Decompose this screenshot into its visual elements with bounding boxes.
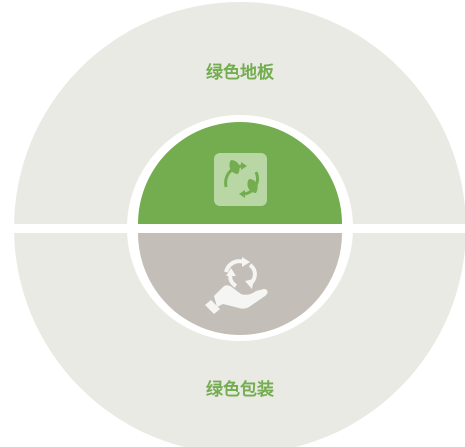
recycle-hand-icon [205, 257, 268, 314]
top-section-label: 绿色地板 [206, 62, 275, 83]
recycle-leaves-icon [214, 153, 267, 206]
bottom-section-label: 绿色包装 [206, 379, 274, 400]
center-bottom-half [138, 233, 342, 335]
